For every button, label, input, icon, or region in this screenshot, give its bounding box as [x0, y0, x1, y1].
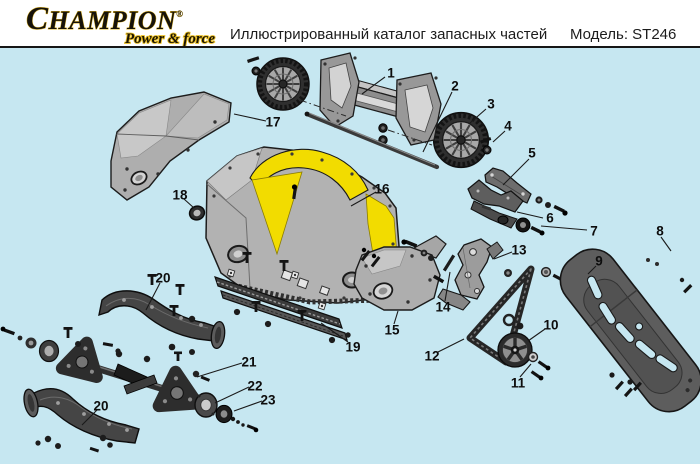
callout-number-22: 22 [247, 379, 262, 394]
callout-number-4: 4 [504, 119, 512, 134]
auger-blade-bottom-part20 [23, 388, 140, 453]
leader-line-14 [444, 271, 451, 302]
bushing-part23 [215, 404, 259, 433]
champion-logo: CHAMPION® Power & force [26, 1, 217, 46]
callout-number-14: 14 [435, 300, 451, 315]
scraper-bar-part19 [214, 252, 351, 344]
leader-line-21 [196, 362, 243, 378]
leader-line-2 [422, 91, 453, 153]
callout-number-9: 9 [595, 254, 603, 269]
callout-number-20: 20 [155, 271, 170, 286]
leader-line-8 [660, 236, 672, 252]
bearing-flange-part22 [194, 392, 218, 418]
right-side-plate-part15 [353, 235, 447, 311]
bearing-part7 [515, 217, 545, 236]
leader-line-12 [437, 338, 465, 353]
left-wheel [257, 58, 309, 110]
leader-line-13 [493, 251, 513, 260]
leader-line-7 [540, 225, 588, 231]
leader-line-4 [492, 130, 506, 143]
brand-tagline: Power & force [125, 31, 215, 46]
callout-number-8: 8 [656, 224, 664, 239]
leader-line-9 [587, 265, 597, 275]
model-label: Модель: ST246 [570, 26, 677, 43]
callout-number-13: 13 [511, 243, 527, 258]
pin-part14 [401, 239, 456, 284]
right-wheel-part3 [434, 113, 489, 168]
impeller-shaft-part21 [62, 338, 211, 406]
auger-housing-part16 [205, 146, 400, 305]
chute-bracket-part5 [484, 167, 568, 216]
callout-number-16: 16 [374, 182, 390, 197]
callout-number-1: 1 [387, 66, 395, 81]
leader-line-5 [502, 158, 530, 186]
callout-number-21: 21 [241, 355, 257, 370]
leader-line-18 [183, 198, 195, 209]
leader-line-17 [233, 113, 267, 122]
handle-frame-part1 [319, 52, 442, 146]
wheel-axle-hardware-left [246, 56, 261, 76]
left-side-panel-part17 [110, 91, 232, 201]
callout-number-19: 19 [345, 340, 360, 355]
callout-number-6: 6 [546, 211, 554, 226]
leader-line-22 [214, 386, 250, 404]
callout-number-17: 17 [265, 115, 280, 130]
auger-shaft-hardware-left [0, 326, 60, 363]
callout-number-20: 20 [93, 399, 108, 414]
page-title: Иллюстрированный каталог запасных частей [230, 26, 548, 43]
callout-number-15: 15 [384, 323, 400, 338]
leader-line-20 [81, 409, 98, 426]
leader-line-10 [527, 328, 546, 342]
callout-number-5: 5 [528, 146, 536, 161]
callout-number-7: 7 [590, 224, 598, 239]
leader-line-11 [519, 363, 532, 378]
lever-bracket-part6 [467, 179, 524, 229]
callout-number-18: 18 [172, 188, 188, 203]
callout-number-23: 23 [260, 393, 276, 408]
brand-name: CHAMPION® [26, 1, 184, 37]
pulley-bolt-part11 [527, 351, 551, 381]
tension-bracket-part13 [437, 238, 504, 311]
leader-line-20 [145, 282, 161, 311]
belt-cover-part8 [559, 248, 700, 413]
drive-pulley-part10 [497, 313, 533, 368]
callout-number-10: 10 [543, 318, 558, 333]
leader-line-19 [320, 322, 349, 343]
callout-number-3: 3 [487, 97, 495, 112]
leader-line-15 [393, 310, 399, 325]
auger-blade-top-part20 [63, 274, 226, 363]
leader-line-23 [233, 400, 263, 412]
callout-number-12: 12 [424, 349, 439, 364]
callout-number-2: 2 [451, 79, 459, 94]
axle-key-part4 [479, 137, 492, 155]
leader-line-16 [350, 191, 377, 207]
leader-line-1 [361, 76, 386, 95]
page-header: CHAMPION® Power & force Иллюстрированный… [0, 0, 700, 48]
leader-line-3 [469, 108, 487, 124]
seal-ring-part18 [188, 205, 206, 221]
axle-rod-part2 [299, 99, 440, 170]
leader-line-6 [516, 211, 544, 219]
callout-number-11: 11 [511, 376, 526, 391]
